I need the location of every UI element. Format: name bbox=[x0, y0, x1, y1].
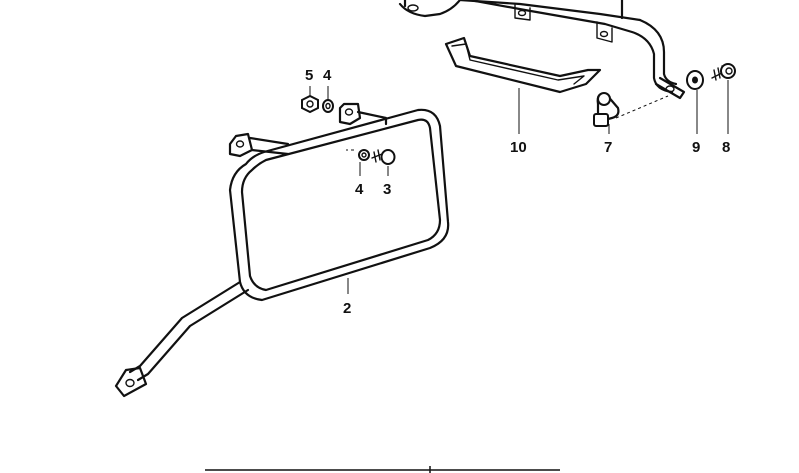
callout-10: 10 bbox=[510, 139, 527, 156]
clamp-7 bbox=[593, 92, 669, 127]
bolt-3 bbox=[371, 149, 396, 165]
bolt-8 bbox=[711, 63, 736, 81]
frame-2 bbox=[114, 108, 450, 398]
washer-4-upper bbox=[322, 99, 334, 113]
callout-3: 3 bbox=[383, 181, 391, 198]
callout-4-upper: 4 bbox=[323, 67, 332, 84]
strap-plate-10 bbox=[444, 36, 602, 94]
bottom-rule bbox=[205, 466, 560, 473]
leader-lines bbox=[309, 0, 729, 294]
callout-4-lower: 4 bbox=[355, 181, 364, 198]
nut-5 bbox=[301, 94, 319, 114]
callout-2: 2 bbox=[343, 300, 351, 317]
upper-bracket-rail bbox=[398, 0, 686, 100]
washer-4-lower bbox=[346, 149, 370, 161]
callout-8: 8 bbox=[722, 139, 730, 156]
callout-5: 5 bbox=[305, 67, 313, 84]
mount-tab-lower bbox=[228, 132, 290, 158]
callout-7: 7 bbox=[604, 139, 612, 156]
callout-labels: 5 4 10 7 9 8 4 3 2 bbox=[305, 67, 730, 317]
washer-9 bbox=[686, 70, 704, 90]
callout-9: 9 bbox=[692, 139, 700, 156]
